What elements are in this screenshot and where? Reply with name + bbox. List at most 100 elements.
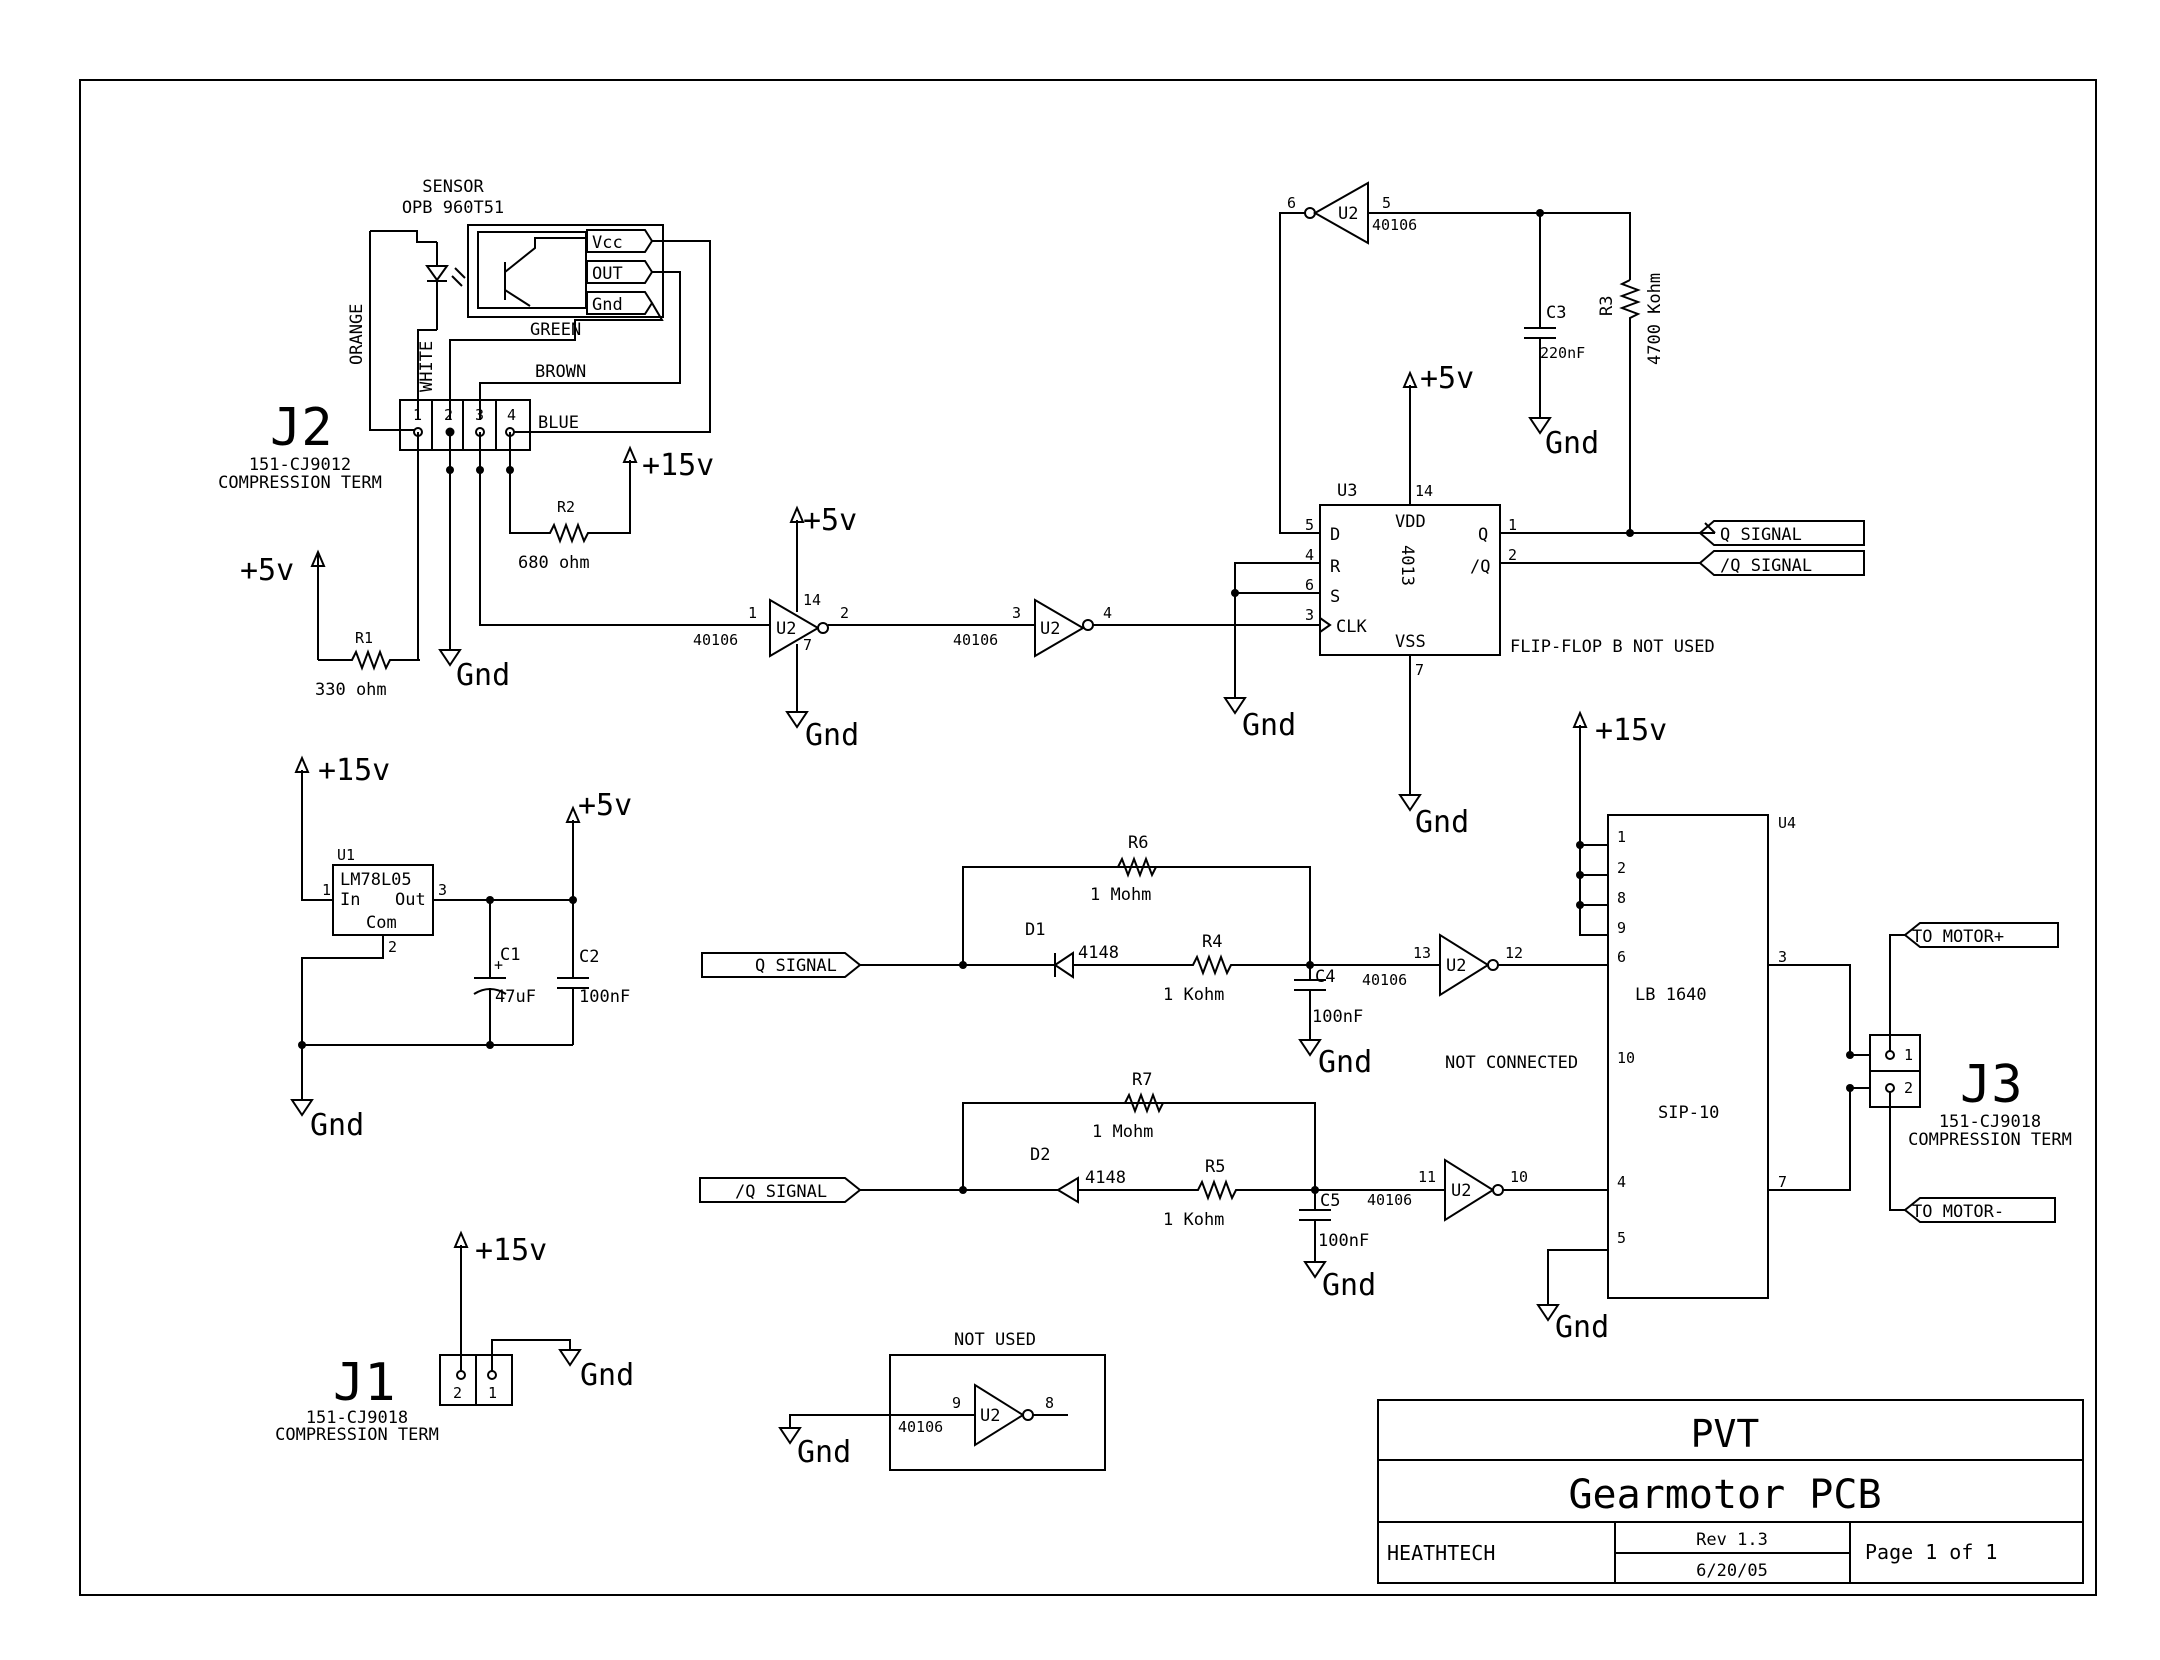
wire-orange-label: ORANGE <box>347 304 367 365</box>
r5-ref: R5 <box>1205 1157 1225 1177</box>
plus15v-j1-label: +15v <box>475 1233 547 1268</box>
regulator-u1: U1 LM78L05 In Out Com 1 3 2 +15v +5v + C… <box>290 753 632 1143</box>
flip-flop-u3: U3 14 D R S CLK VDD VSS Q /Q 4013 FLIP-F… <box>1223 181 1865 840</box>
gnd-c5-label: Gnd <box>1322 1268 1376 1303</box>
u3-r: R <box>1330 557 1341 577</box>
j3-part: 151-CJ9018 <box>1939 1112 2041 1132</box>
r1-resistor-icon <box>318 649 418 671</box>
j3-pin1-label: 1 <box>1904 1046 1913 1064</box>
u3-vdd: VDD <box>1395 512 1426 532</box>
motor-pos-flag <box>1903 922 2059 948</box>
plus15v-u4-label: +15v <box>1595 713 1667 748</box>
u3-pin2: 2 <box>1508 546 1517 564</box>
j2-body <box>399 399 531 451</box>
plus5v-u2a-label: +5v <box>803 503 857 538</box>
u3-pin7: 7 <box>1415 661 1424 679</box>
r2-resistor-icon <box>510 460 631 544</box>
u1-pin3: 3 <box>438 881 447 899</box>
motor-neg-flag <box>1903 1197 2056 1223</box>
u1-com: Com <box>366 913 397 933</box>
u4-pin7: 7 <box>1778 1173 1787 1191</box>
wire-white <box>417 329 437 420</box>
plus5v-arrow-r1 <box>310 549 326 567</box>
u3-nq: /Q <box>1470 557 1490 577</box>
gnd-u3rs-label: Gnd <box>1242 708 1296 743</box>
u2a-vss-pin: 7 <box>803 636 812 654</box>
d1-diode-icon <box>1053 951 1074 979</box>
c5-capacitor-icon <box>1299 1190 1331 1262</box>
pin-vcc-flag <box>586 229 654 253</box>
sensor-led-icon <box>425 242 449 330</box>
d1-ref: D1 <box>1025 920 1045 940</box>
u2e-out-pin: 10 <box>1510 1168 1528 1186</box>
u4-pin1: 1 <box>1617 828 1626 846</box>
c2-capacitor-icon <box>557 900 589 1045</box>
d2-diode-icon <box>1056 1176 1079 1204</box>
plus5v-u3-label: +5v <box>1420 361 1474 396</box>
company-name: PVT <box>1691 1412 1760 1456</box>
u2b-out-pin: 4 <box>1103 604 1112 622</box>
u4-ref: U4 <box>1778 814 1796 832</box>
u1-ref: U1 <box>337 846 355 864</box>
u2e-inverter-icon <box>1444 1158 1495 1222</box>
c1-ref: C1 <box>500 945 520 965</box>
u3-s: S <box>1330 587 1340 607</box>
d1-value: 4148 <box>1078 943 1119 963</box>
q-signal-out-label: Q SIGNAL <box>1720 525 1802 545</box>
u4-pin3: 3 <box>1778 948 1787 966</box>
q-signal-out-flag <box>1698 520 1865 546</box>
phototransistor-box <box>477 231 587 309</box>
r2-value: 680 ohm <box>518 553 590 573</box>
j2-pin2-label: 2 <box>444 406 453 424</box>
u2b-inverter-icon <box>1034 598 1085 658</box>
r4-ref: R4 <box>1202 932 1222 952</box>
u2f-out-pin: 8 <box>1045 1394 1054 1412</box>
c5-ref: C5 <box>1320 1191 1340 1211</box>
gnd-c3-label: Gnd <box>1545 426 1599 461</box>
unused-gate: NOT USED U2 9 8 40106 Gnd <box>778 1330 1106 1471</box>
c4-capacitor-icon <box>1294 965 1326 1040</box>
u2a-vdd-pin: 14 <box>803 591 821 609</box>
date: 6/20/05 <box>1696 1561 1768 1581</box>
sheet-border <box>79 79 2097 1596</box>
u2e-ref: U2 <box>1451 1181 1471 1201</box>
wire-brown-label: BROWN <box>535 362 586 382</box>
u2c-out-pin: 6 <box>1287 194 1296 212</box>
pin-out-flag <box>586 260 654 284</box>
u3-pin5: 5 <box>1305 516 1314 534</box>
sensor-part: OPB 960T51 <box>402 198 504 218</box>
j3-desc: COMPRESSION TERM <box>1908 1130 2072 1150</box>
gnd-j2-icon <box>438 649 462 667</box>
u3-note: FLIP-FLOP B NOT USED <box>1510 637 1715 657</box>
j2-nets: +5v R1 330 ohm Gnd +15v R2 680 ohm <box>240 432 760 700</box>
u4-pkg: SIP-10 <box>1658 1103 1719 1123</box>
c3-ref: C3 <box>1546 303 1566 323</box>
u4-pin10: 10 <box>1617 1049 1635 1067</box>
nq-signal-out-flag <box>1698 550 1865 576</box>
u2f-part: 40106 <box>898 1418 943 1436</box>
plus15v-u1-label: +15v <box>318 753 390 788</box>
c5-value: 100nF <box>1318 1231 1369 1251</box>
j1-part: 151-CJ9018 <box>306 1408 408 1428</box>
j3-pin2-label: 2 <box>1904 1079 1913 1097</box>
u2a-part: 40106 <box>693 631 738 649</box>
u3-vss: VSS <box>1395 632 1426 652</box>
u3-clk: CLK <box>1336 617 1367 637</box>
r2-ref: R2 <box>557 498 575 516</box>
connector-j2: 1 2 3 4 J2 151-CJ9012 COMPRESSION TERM <box>218 398 531 493</box>
c4-value: 100nF <box>1312 1007 1363 1027</box>
page-number: Page 1 of 1 <box>1865 1540 1997 1564</box>
not-used-label: NOT USED <box>954 1330 1036 1350</box>
revision: Rev 1.3 <box>1696 1530 1768 1550</box>
gnd-u2f-icon <box>778 1427 802 1445</box>
gnd-j1-icon <box>558 1349 582 1367</box>
r7-value: 1 Mohm <box>1092 1122 1153 1142</box>
wire-white-label: WHITE <box>417 341 437 392</box>
j2-pin1-label: 1 <box>413 406 422 424</box>
u2a-ref: U2 <box>776 619 796 639</box>
nq-signal-in-label: /Q SIGNAL <box>735 1182 827 1202</box>
r4-value: 1 Kohm <box>1163 985 1224 1005</box>
u2a-in-pin: 1 <box>748 604 757 622</box>
r1-value: 330 ohm <box>315 680 387 700</box>
gnd-u3rs-icon <box>1223 697 1247 715</box>
